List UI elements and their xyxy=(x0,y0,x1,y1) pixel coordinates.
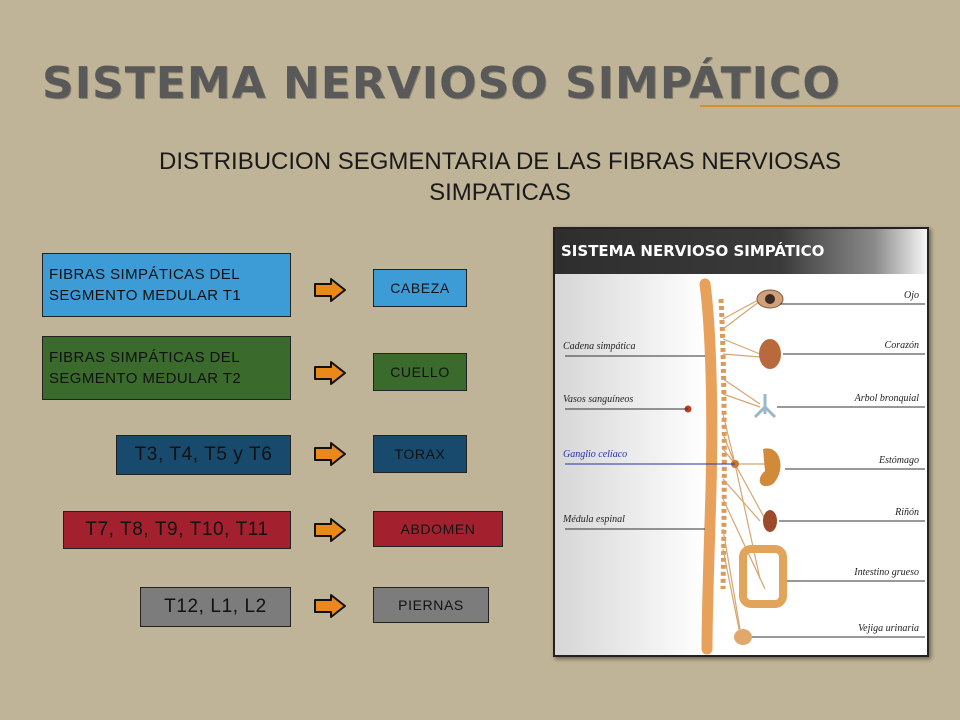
sympathetic-system-illustration: SISTEMA NERVIOSO SIMPÁTICO xyxy=(553,227,929,657)
slide-subtitle: DISTRIBUCION SEGMENTARIA DE LAS FIBRAS N… xyxy=(100,146,900,208)
right-arrow-icon xyxy=(314,518,346,542)
illustration-drawing xyxy=(555,274,927,655)
label-ojo: Ojo xyxy=(904,290,919,301)
target-box-piernas: PIERNAS xyxy=(373,587,489,623)
right-arrow-icon xyxy=(314,361,346,385)
illustration-title: SISTEMA NERVIOSO SIMPÁTICO xyxy=(561,242,825,260)
label-ganglio-celiaco: Ganglio celíaco xyxy=(563,449,628,460)
label-vejiga-urinaria: Vejiga urinaria xyxy=(858,623,919,634)
label-medula-espinal: Médula espinal xyxy=(563,514,625,525)
target-box-abdomen: ABDOMEN xyxy=(373,511,503,547)
label-rinon: Riñón xyxy=(895,507,919,518)
label-cadena-simpatica: Cadena simpática xyxy=(563,341,636,352)
source-box-t1: FIBRAS SIMPÁTICAS DEL SEGMENTO MEDULAR T… xyxy=(42,253,291,317)
subtitle-line-1: DISTRIBUCION SEGMENTARIA DE LAS FIBRAS N… xyxy=(159,148,841,175)
right-arrow-icon xyxy=(314,442,346,466)
subtitle-line-2: SIMPATICAS xyxy=(429,179,571,206)
target-box-cabeza: CABEZA xyxy=(373,269,467,307)
source-box-t12-l2: T12, L1, L2 xyxy=(140,587,291,627)
label-estomago: Estómago xyxy=(879,455,919,466)
label-arbol-bronquial: Arbol bronquial xyxy=(854,393,919,404)
right-arrow-icon xyxy=(314,278,346,302)
label-vasos-sanguineos: Vasos sanguíneos xyxy=(563,394,634,405)
title-underline xyxy=(700,105,960,107)
source-box-t7-t11: T7, T8, T9, T10, T11 xyxy=(63,511,291,549)
label-corazon: Corazón xyxy=(884,340,919,351)
slide-title: Sistema nervioso simpático xyxy=(42,58,841,109)
source-box-t3-t6: T3, T4, T5 y T6 xyxy=(116,435,291,475)
label-intestino-grueso: Intestino grueso xyxy=(854,567,919,578)
illustration-header: SISTEMA NERVIOSO SIMPÁTICO xyxy=(555,229,927,274)
target-box-cuello: CUELLO xyxy=(373,353,467,391)
target-box-torax: TORAX xyxy=(373,435,467,473)
right-arrow-icon xyxy=(314,594,346,618)
source-box-t2: FIBRAS SIMPÁTICAS DEL SEGMENTO MEDULAR T… xyxy=(42,336,291,400)
